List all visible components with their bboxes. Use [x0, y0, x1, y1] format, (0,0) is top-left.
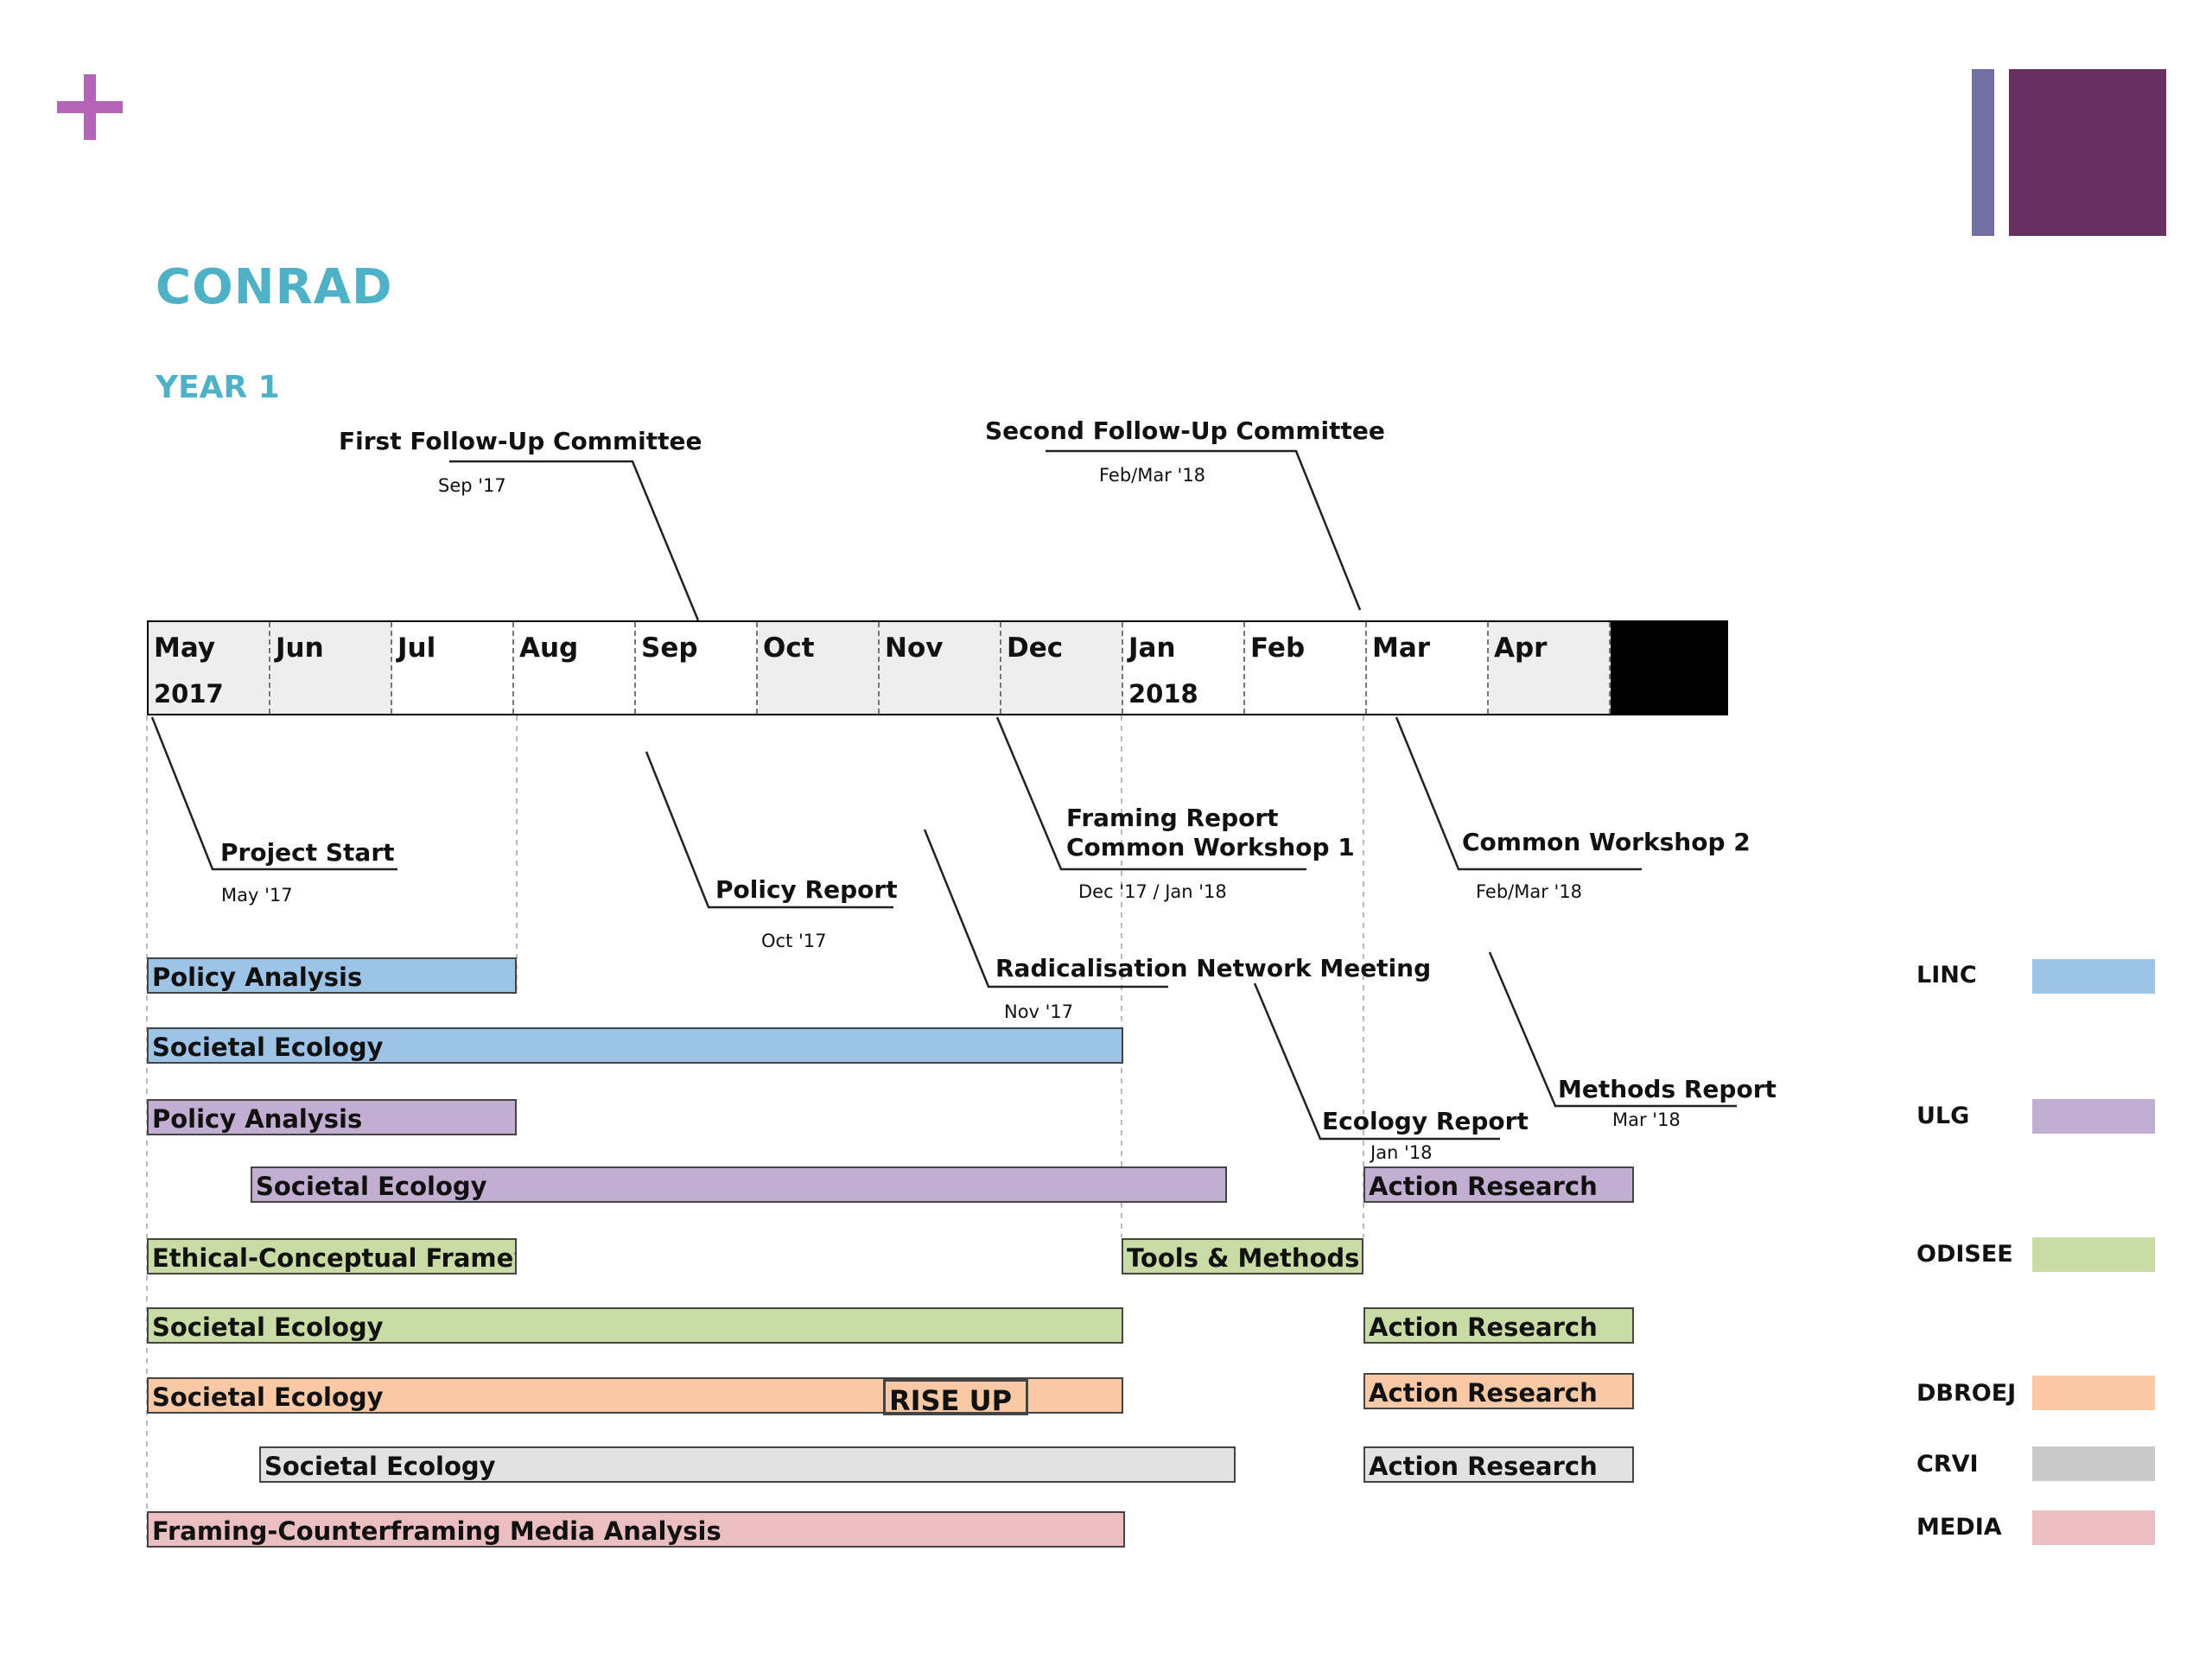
milestone-first-committee: First Follow-Up Committee	[339, 427, 702, 455]
milestone-methods-report-date: Mar '18	[1612, 1109, 1681, 1130]
milestone-ecology-report-date: Jan '18	[1370, 1142, 1433, 1163]
milestone-project-start-date: May '17	[221, 885, 293, 906]
milestone-second-committee-date: Feb/Mar '18	[1099, 465, 1206, 486]
legend-label-ulg: ULG	[1916, 1103, 1970, 1129]
bar-linc-policy-analysis: Policy Analysis	[147, 957, 517, 994]
milestone-common-workshop-1: Common Workshop 1	[1066, 833, 1355, 861]
plus-icon	[57, 74, 123, 140]
month-label: Sep	[641, 632, 698, 664]
timeline-end-block	[1611, 622, 1726, 714]
legend-swatch-media	[2032, 1510, 2155, 1545]
month-label: Feb	[1250, 632, 1306, 664]
month-label: Nov	[885, 632, 944, 664]
milestone-framing-report-date: Dec '17 / Jan '18	[1078, 881, 1227, 902]
legend-swatch-crvi	[2032, 1446, 2155, 1481]
page-title: CONRAD	[156, 259, 393, 315]
bar-media-framing-analysis: Framing-Counterframing Media Analysis	[147, 1511, 1125, 1548]
legend-label-linc: LINC	[1916, 962, 1977, 988]
milestone-policy-report-date: Oct '17	[761, 931, 827, 951]
bar-dbroej-action-research: Action Research	[1363, 1373, 1634, 1409]
legend-label-dbroej: DBROEJ	[1916, 1380, 2017, 1407]
month-jan: Jan 2018	[1123, 622, 1245, 714]
decorative-block	[2009, 69, 2166, 236]
milestone-common-workshop-2: Common Workshop 2	[1462, 828, 1751, 856]
bar-odisee-ethical-framework: Ethical-Conceptual Framework	[147, 1238, 517, 1274]
bar-dbroej-rise-up: RISE UP	[883, 1379, 1028, 1417]
milestone-framing-report: Framing Report	[1066, 804, 1279, 832]
milestone-ecology-report: Ecology Report	[1322, 1107, 1529, 1135]
month-mar: Mar	[1367, 622, 1489, 714]
month-jul: Jul	[392, 622, 514, 714]
page-subtitle: YEAR 1	[156, 370, 280, 405]
month-label: Oct	[763, 632, 815, 664]
month-dec: Dec	[1001, 622, 1123, 714]
bar-crvi-societal-ecology: Societal Ecology	[259, 1446, 1236, 1483]
legend-label-crvi: CRVI	[1916, 1451, 1979, 1478]
month-may: May 2017	[149, 622, 270, 714]
bar-odisee-tools-methods: Tools & Methods	[1122, 1238, 1363, 1274]
month-feb: Feb	[1245, 622, 1367, 714]
bar-ulg-action-research: Action Research	[1363, 1166, 1634, 1203]
bar-linc-societal-ecology: Societal Ecology	[147, 1027, 1123, 1064]
legend-label-media: MEDIA	[1916, 1514, 2002, 1541]
milestone-policy-report: Policy Report	[715, 875, 898, 904]
milestone-radicalisation-meeting: Radicalisation Network Meeting	[995, 954, 1432, 982]
month-aug: Aug	[514, 622, 636, 714]
milestone-project-start: Project Start	[220, 838, 395, 867]
milestone-radicalisation-meeting-date: Nov '17	[1004, 1001, 1074, 1022]
milestone-first-committee-date: Sep '17	[438, 475, 506, 496]
legend-swatch-ulg	[2032, 1099, 2155, 1134]
bar-ulg-policy-analysis: Policy Analysis	[147, 1099, 517, 1135]
legend-swatch-odisee	[2032, 1237, 2155, 1272]
month-label: Dec	[1007, 632, 1064, 664]
timeline-axis: May 2017 Jun Jul Aug Sep Oct Nov Dec Jan…	[147, 620, 1728, 715]
month-label: Jun	[276, 632, 324, 664]
bar-dbroej-societal-ecology: Societal Ecology	[147, 1377, 1123, 1414]
month-sep: Sep	[636, 622, 758, 714]
year-label: 2017	[154, 679, 224, 709]
milestone-common-workshop-2-date: Feb/Mar '18	[1476, 881, 1583, 902]
month-oct: Oct	[758, 622, 880, 714]
month-label: Jul	[397, 632, 436, 664]
milestone-methods-report: Methods Report	[1558, 1075, 1777, 1103]
month-label: Apr	[1494, 632, 1548, 664]
legend-label-odisee: ODISEE	[1916, 1241, 2013, 1268]
month-jun: Jun	[270, 622, 392, 714]
bar-crvi-action-research: Action Research	[1363, 1446, 1634, 1483]
month-label: Aug	[519, 632, 579, 664]
month-apr: Apr	[1489, 622, 1611, 714]
month-label: May	[154, 632, 216, 664]
month-label: Jan	[1128, 632, 1176, 664]
month-label: Mar	[1372, 632, 1431, 664]
bar-odisee-action-research: Action Research	[1363, 1307, 1634, 1344]
legend-swatch-dbroej	[2032, 1376, 2155, 1410]
month-nov: Nov	[880, 622, 1001, 714]
bar-ulg-societal-ecology: Societal Ecology	[251, 1166, 1227, 1203]
legend-swatch-linc	[2032, 959, 2155, 994]
milestone-second-committee: Second Follow-Up Committee	[985, 416, 1385, 445]
decorative-stripe	[1972, 69, 1994, 236]
year-label: 2018	[1128, 679, 1198, 709]
bar-odisee-societal-ecology: Societal Ecology	[147, 1307, 1123, 1344]
